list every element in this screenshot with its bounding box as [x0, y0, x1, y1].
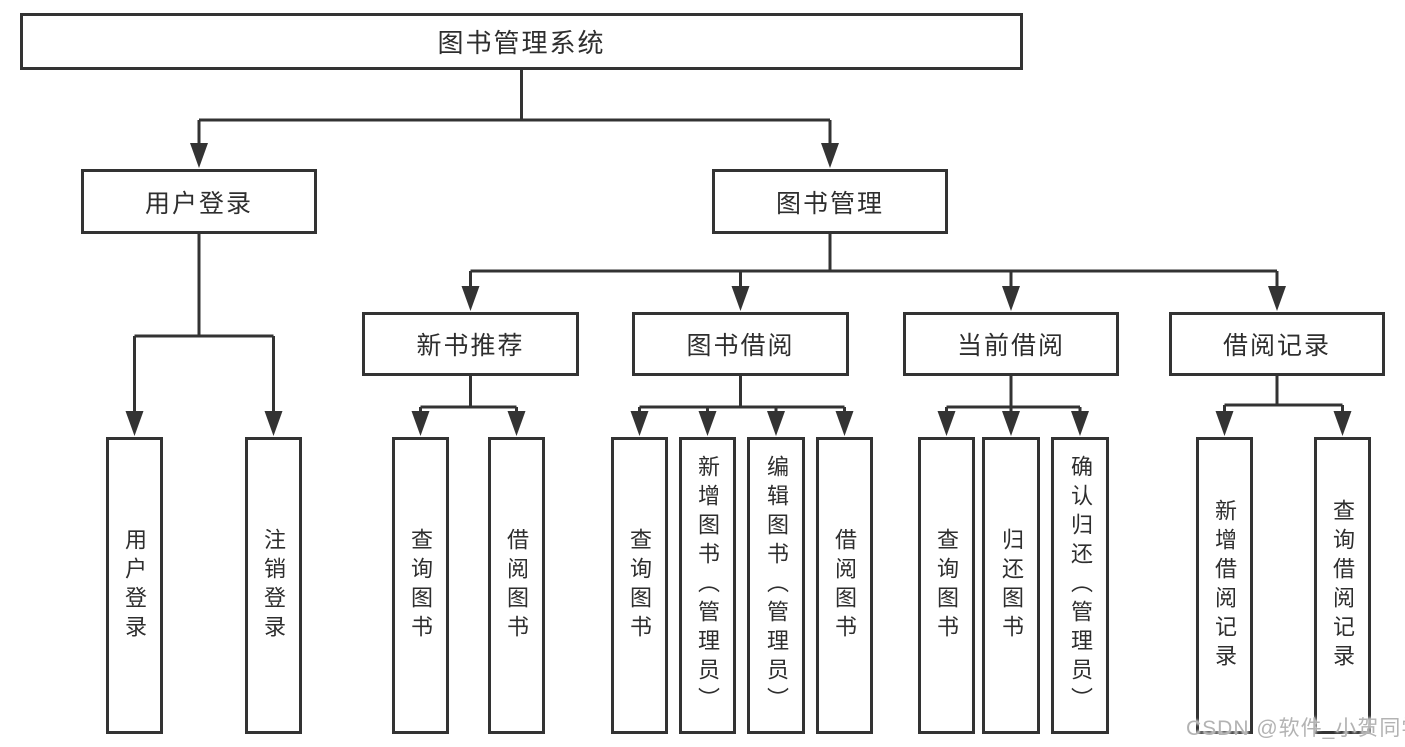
node-add-borrow-record: 新增借阅记录 [1196, 437, 1253, 734]
connector-book-borrowing [638, 376, 846, 415]
node-confirm-return-admin: 确认归还（管理员） [1051, 437, 1109, 734]
connector-new-book-recommend [419, 376, 518, 415]
node-edit-books-admin: 编辑图书（管理员） [747, 437, 805, 734]
arrowheads-root [190, 143, 839, 168]
connector-current-borrowing [945, 376, 1082, 415]
node-borrow-books: 借阅图书 [816, 437, 873, 734]
node-borrowing-records: 借阅记录 [1169, 312, 1385, 376]
node-return-books: 归还图书 [982, 437, 1040, 734]
arrowheads-borrowing-records [1215, 411, 1352, 436]
node-recommend-borrow-books: 借阅图书 [488, 437, 545, 734]
connector-book-management [469, 234, 1279, 290]
arrowheads-user-login [125, 411, 283, 436]
arrowheads-current-borrowing [937, 411, 1089, 436]
node-new-book-recommend: 新书推荐 [362, 312, 579, 376]
arrowheads-book-borrowing [630, 411, 854, 436]
connector-user-login [133, 234, 275, 415]
node-logout: 注销登录 [245, 437, 302, 734]
arrowheads-book-management [461, 286, 1286, 311]
node-library-management-system: 图书管理系统 [20, 13, 1023, 70]
node-current-query-books: 查询图书 [918, 437, 975, 734]
connector-borrowing-records [1223, 376, 1344, 415]
node-add-books-admin: 新增图书（管理员） [679, 437, 736, 734]
node-user-login: 用户登录 [106, 437, 163, 734]
node-query-borrow-record: 查询借阅记录 [1314, 437, 1371, 734]
node-current-borrowing: 当前借阅 [903, 312, 1119, 376]
csdn-watermark: CSDN @软件_小贺同学 [1186, 717, 1405, 740]
connector-root [197, 70, 832, 147]
arrowheads-new-book-recommend [411, 411, 526, 436]
node-book-borrowing: 图书借阅 [632, 312, 849, 376]
node-user-login-group: 用户登录 [81, 169, 317, 234]
node-book-management: 图书管理 [712, 169, 948, 234]
node-recommend-query-books: 查询图书 [392, 437, 449, 734]
node-borrowing-query-books: 查询图书 [611, 437, 668, 734]
